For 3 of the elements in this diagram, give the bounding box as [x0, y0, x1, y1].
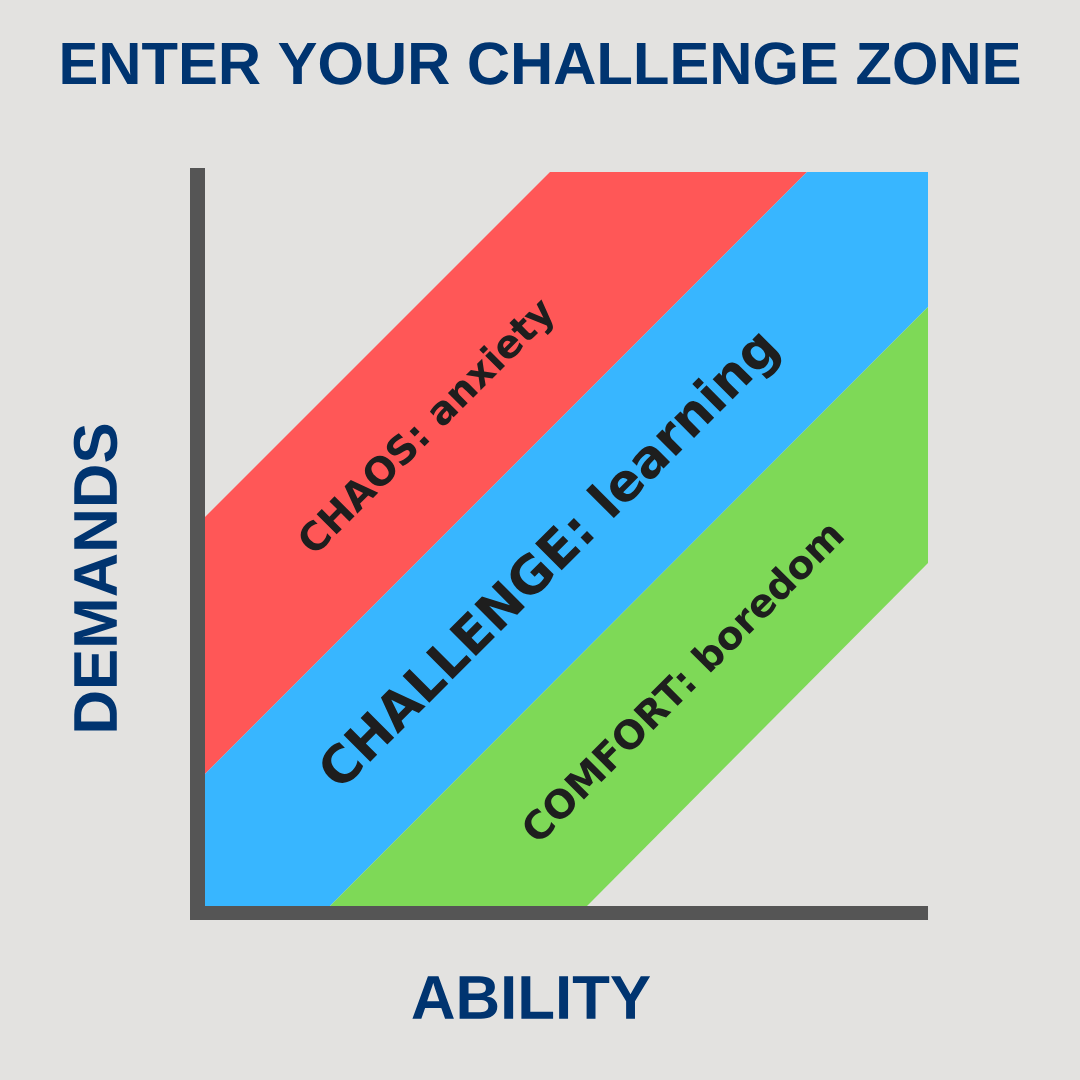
- axis-label: DEMANDS: [73, 424, 118, 731]
- axis-label: ABILITY: [412, 976, 651, 1019]
- title: ENTER YOUR CHALLENGE ZONE: [62, 42, 1020, 85]
